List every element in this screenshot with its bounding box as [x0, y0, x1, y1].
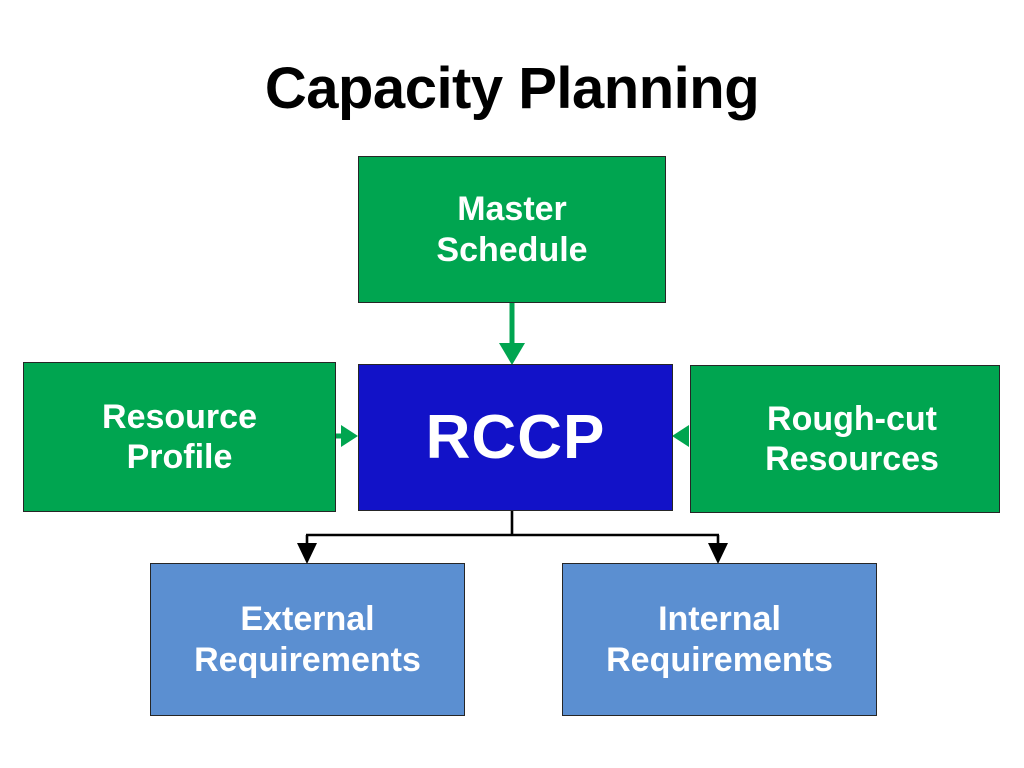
- connector-master-schedule-to-rccp: [499, 303, 525, 365]
- node-rccp[interactable]: RCCP: [358, 364, 673, 511]
- node-resource-profile[interactable]: Resource Profile: [23, 362, 336, 512]
- node-external-requirements-label: External Requirements: [194, 600, 421, 679]
- connector-resource-profile-to-rccp: [336, 425, 358, 447]
- connector-rough-cut-resources-to-rccp: [672, 425, 689, 447]
- node-internal-requirements[interactable]: Internal Requirements: [562, 563, 877, 716]
- page-title: Capacity Planning: [264, 56, 760, 121]
- node-master-schedule[interactable]: Master Schedule: [358, 156, 666, 303]
- node-internal-requirements-label: Internal Requirements: [606, 600, 833, 679]
- node-rough-cut-resources[interactable]: Rough-cut Resources: [690, 365, 1000, 513]
- node-external-requirements[interactable]: External Requirements: [150, 563, 465, 716]
- node-resource-profile-label: Resource Profile: [102, 397, 257, 476]
- node-rough-cut-resources-label: Rough-cut Resources: [765, 399, 939, 478]
- node-master-schedule-label: Master Schedule: [436, 190, 588, 269]
- node-rccp-label: RCCP: [425, 402, 606, 472]
- connector-rccp-to-requirements: [297, 511, 728, 564]
